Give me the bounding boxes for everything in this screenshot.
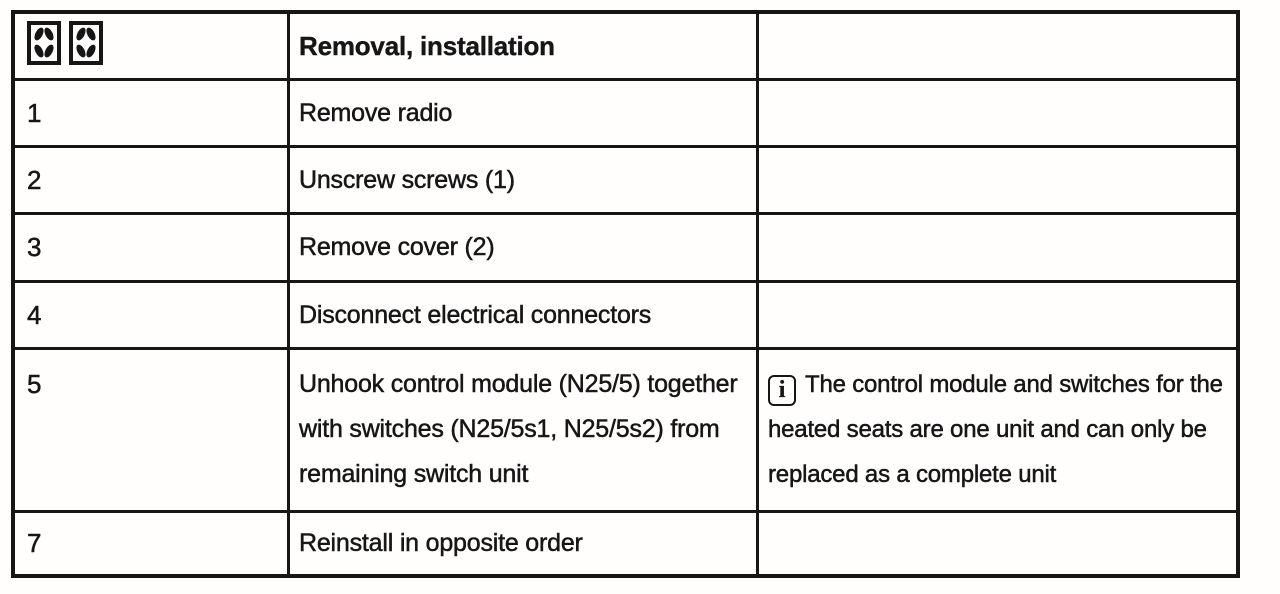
step-number: 5 [27,369,42,400]
instruction-cell: Remove radio [290,81,756,145]
note-cell [759,148,1236,212]
step-cell: 5 [15,350,287,510]
pictogram-icon [69,21,103,65]
instruction-cell: Disconnect electrical connectors [290,283,756,347]
instruction-cell: Remove cover (2) [290,215,756,280]
header-icon-group [27,21,103,65]
instruction-cell: Unhook control module (N25/5) together w… [290,350,756,510]
step-cell: 2 [15,148,287,212]
note-cell [759,81,1236,145]
step-cell: 7 [15,513,287,574]
pictogram-icon [27,21,61,65]
header-note-cell [759,14,1236,78]
header-step-cell [15,14,287,78]
instruction-cell: Reinstall in opposite order [290,513,756,574]
step-cell: 1 [15,81,287,145]
info-icon: i [768,374,796,406]
table-header-title: Removal, installation [290,14,756,78]
note-text: The control module and switches for the … [768,371,1223,489]
note-cell [759,513,1236,574]
note-cell [759,283,1236,347]
note-cell [759,215,1236,280]
step-cell: 3 [15,215,287,280]
instruction-cell: Unscrew screws (1) [290,148,756,212]
instruction-text: Unhook control module (N25/5) together w… [299,370,738,489]
step-cell: 4 [15,283,287,347]
procedure-table: Removal, installation 1 Remove radio 2 U… [11,10,1240,578]
